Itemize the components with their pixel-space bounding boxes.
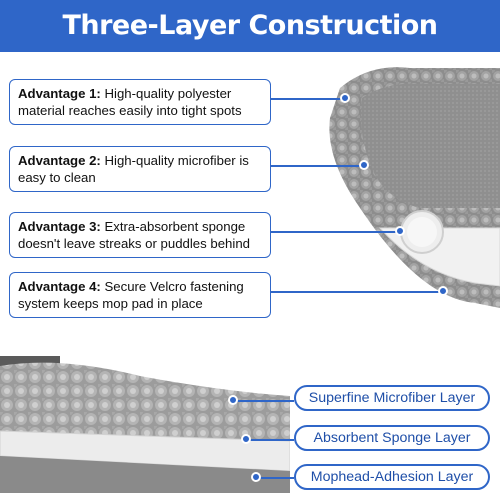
layer-1-pill: Superfine Microfiber Layer <box>294 385 490 411</box>
advantage-2-text: High-quality microfiber is easy to clean <box>18 153 249 185</box>
advantage-1-box: Advantage 1: High-quality polyester mate… <box>9 79 271 125</box>
advantage-4-label: Advantage 4: <box>18 279 101 294</box>
advantage-2-connector <box>271 165 363 167</box>
advantage-4-connector <box>271 291 441 293</box>
advantage-4-box: Advantage 4: Secure Velcro fastening sys… <box>9 272 271 318</box>
layer-3-connector <box>255 477 294 479</box>
mop-pad-image <box>329 67 500 308</box>
layer-2-connector <box>245 439 294 441</box>
advantage-3-text: Extra-absorbent sponge doesn't leave str… <box>18 219 250 251</box>
advantage-1-label: Advantage 1: <box>18 86 101 101</box>
advantage-2-dot <box>359 160 369 170</box>
layer-3-label: Mophead-Adhesion Layer <box>310 469 474 485</box>
advantage-1-dot <box>340 93 350 103</box>
advantage-4-dot <box>438 286 448 296</box>
advantage-3-label: Advantage 3: <box>18 219 101 234</box>
layer-2-label: Absorbent Sponge Layer <box>313 430 471 446</box>
layer-2-dot <box>241 434 251 444</box>
layer-1-connector <box>232 400 294 402</box>
layer-2-pill: Absorbent Sponge Layer <box>294 425 490 451</box>
advantage-3-dot <box>395 226 405 236</box>
advantage-1-connector <box>271 98 343 100</box>
advantage-3-box: Advantage 3: Extra-absorbent sponge does… <box>9 212 271 258</box>
advantage-4-text: Secure Velcro fastening system keeps mop… <box>18 279 244 311</box>
layer-3-dot <box>251 472 261 482</box>
advantage-3-connector <box>271 231 398 233</box>
page-title: Three-Layer Construction <box>62 10 438 41</box>
layer-3-pill: Mophead-Adhesion Layer <box>294 464 490 490</box>
layer-closeup-image <box>0 356 290 493</box>
advantage-2-box: Advantage 2: High-quality microfiber is … <box>9 146 271 192</box>
layer-1-label: Superfine Microfiber Layer <box>308 390 476 406</box>
advantage-2-label: Advantage 2: <box>18 153 101 168</box>
layer-1-dot <box>228 395 238 405</box>
title-banner <box>0 0 500 52</box>
advantage-1-text: High-quality polyester material reaches … <box>18 86 242 118</box>
